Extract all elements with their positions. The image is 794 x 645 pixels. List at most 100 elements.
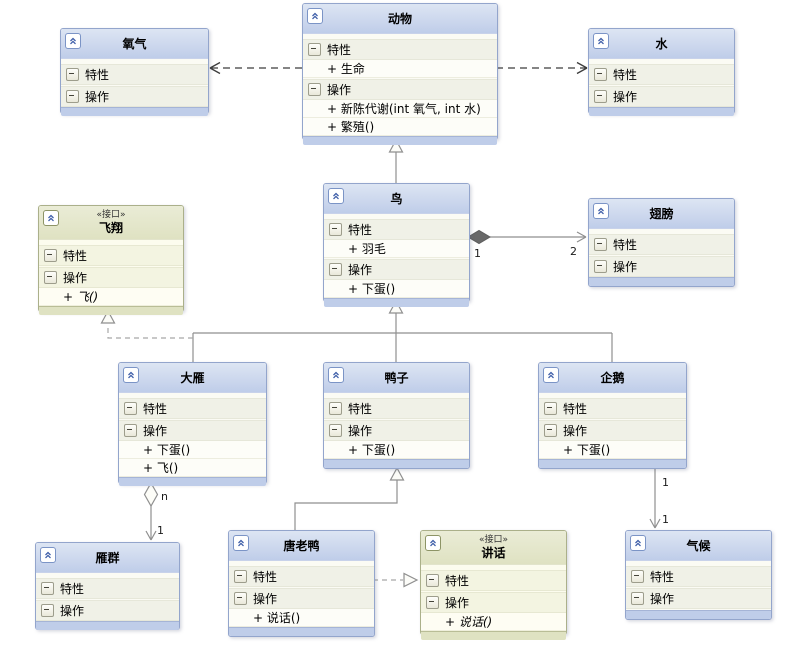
class-oxygen[interactable]: 氧气 特性 操作 bbox=[60, 28, 209, 116]
class-goose[interactable]: 大雁 特性 操作 + 下蛋() + 飞() bbox=[118, 362, 267, 486]
dependency-animal-water[interactable] bbox=[496, 61, 588, 75]
operation-item[interactable]: + 说话() bbox=[421, 613, 566, 631]
collapse-minus-icon[interactable] bbox=[631, 592, 644, 605]
collapse-minus-icon[interactable] bbox=[44, 249, 57, 262]
collapse-chevron-icon[interactable] bbox=[543, 367, 559, 383]
collapse-minus-icon[interactable] bbox=[66, 90, 79, 103]
operations-section[interactable]: 操作 bbox=[539, 420, 686, 441]
collapse-minus-icon[interactable] bbox=[308, 83, 321, 96]
generalization-subclasses-bird[interactable] bbox=[192, 299, 613, 362]
realization-goose-fly[interactable] bbox=[100, 309, 194, 339]
collapse-minus-icon[interactable] bbox=[308, 43, 321, 56]
class-wings[interactable]: 翅膀 特性 操作 bbox=[588, 198, 735, 287]
operation-item[interactable]: + 飞() bbox=[39, 288, 183, 306]
attributes-section[interactable]: 特性 bbox=[324, 398, 469, 419]
class-oxygen-header[interactable]: 氧气 bbox=[61, 29, 208, 59]
class-climate[interactable]: 气候 特性 操作 bbox=[625, 530, 772, 620]
collapse-minus-icon[interactable] bbox=[66, 68, 79, 81]
attributes-section[interactable]: 特性 bbox=[119, 398, 266, 419]
operation-item[interactable]: + 新陈代谢(int 氧气, int 水) bbox=[303, 100, 497, 118]
attributes-section[interactable]: 特性 bbox=[589, 64, 734, 85]
class-duck[interactable]: 鸭子 特性 操作 + 下蛋() bbox=[323, 362, 470, 469]
collapse-chevron-icon[interactable] bbox=[233, 535, 249, 551]
interface-fly[interactable]: «接口» 飞翔 特性 操作 + 飞() bbox=[38, 205, 184, 315]
attributes-section[interactable]: 特性 bbox=[303, 39, 497, 60]
attributes-section[interactable]: 特性 bbox=[324, 219, 469, 240]
operations-section[interactable]: 操作 bbox=[36, 600, 179, 621]
collapse-minus-icon[interactable] bbox=[124, 402, 137, 415]
collapse-chevron-icon[interactable] bbox=[307, 8, 323, 24]
operations-section[interactable]: 操作 bbox=[626, 588, 771, 609]
operation-item[interactable]: + 下蛋() bbox=[324, 280, 469, 298]
collapse-minus-icon[interactable] bbox=[594, 90, 607, 103]
class-flock[interactable]: 雁群 特性 操作 bbox=[35, 542, 180, 630]
collapse-minus-icon[interactable] bbox=[426, 596, 439, 609]
generalization-donald-duck[interactable] bbox=[294, 466, 405, 530]
operations-section[interactable]: 操作 bbox=[229, 588, 374, 609]
collapse-chevron-icon[interactable] bbox=[43, 210, 59, 226]
collapse-minus-icon[interactable] bbox=[329, 263, 342, 276]
class-bird[interactable]: 鸟 特性 + 羽毛 操作 + 下蛋() bbox=[323, 183, 470, 307]
operation-item[interactable]: + 繁殖() bbox=[303, 118, 497, 136]
collapse-minus-icon[interactable] bbox=[329, 223, 342, 236]
collapse-chevron-icon[interactable] bbox=[40, 547, 56, 563]
class-wings-header[interactable]: 翅膀 bbox=[589, 199, 734, 229]
interface-fly-header[interactable]: «接口» 飞翔 bbox=[39, 206, 183, 240]
attribute-item[interactable]: + 羽毛 bbox=[324, 240, 469, 258]
operations-section[interactable]: 操作 bbox=[324, 259, 469, 280]
class-climate-header[interactable]: 气候 bbox=[626, 531, 771, 561]
realization-donald-talk[interactable] bbox=[373, 572, 419, 588]
operation-item[interactable]: + 下蛋() bbox=[324, 441, 469, 459]
generalization-bird-animal[interactable] bbox=[388, 138, 404, 183]
class-penguin[interactable]: 企鹅 特性 操作 + 下蛋() bbox=[538, 362, 687, 469]
operations-section[interactable]: 操作 bbox=[589, 86, 734, 107]
class-penguin-header[interactable]: 企鹅 bbox=[539, 363, 686, 393]
operation-item[interactable]: + 飞() bbox=[119, 459, 266, 477]
collapse-minus-icon[interactable] bbox=[544, 424, 557, 437]
class-flock-header[interactable]: 雁群 bbox=[36, 543, 179, 573]
attributes-section[interactable]: 特性 bbox=[589, 234, 734, 255]
aggregation-goose-flock[interactable]: n 1 bbox=[143, 481, 169, 541]
collapse-minus-icon[interactable] bbox=[631, 570, 644, 583]
operations-section[interactable]: 操作 bbox=[303, 79, 497, 100]
operations-section[interactable]: 操作 bbox=[589, 256, 734, 277]
class-water-header[interactable]: 水 bbox=[589, 29, 734, 59]
collapse-minus-icon[interactable] bbox=[329, 424, 342, 437]
association-penguin-climate[interactable]: 1 1 bbox=[649, 468, 669, 529]
class-water[interactable]: 水 特性 操作 bbox=[588, 28, 735, 116]
collapse-minus-icon[interactable] bbox=[41, 604, 54, 617]
collapse-minus-icon[interactable] bbox=[41, 582, 54, 595]
collapse-minus-icon[interactable] bbox=[234, 592, 247, 605]
class-donald[interactable]: 唐老鸭 特性 操作 + 说话() bbox=[228, 530, 375, 637]
collapse-chevron-icon[interactable] bbox=[65, 33, 81, 49]
operation-item[interactable]: + 说话() bbox=[229, 609, 374, 627]
class-donald-header[interactable]: 唐老鸭 bbox=[229, 531, 374, 561]
collapse-minus-icon[interactable] bbox=[594, 260, 607, 273]
class-bird-header[interactable]: 鸟 bbox=[324, 184, 469, 214]
collapse-minus-icon[interactable] bbox=[594, 238, 607, 251]
operations-section[interactable]: 操作 bbox=[119, 420, 266, 441]
composition-bird-wings[interactable]: 1 2 bbox=[467, 229, 587, 261]
collapse-minus-icon[interactable] bbox=[44, 271, 57, 284]
operation-item[interactable]: + 下蛋() bbox=[119, 441, 266, 459]
collapse-chevron-icon[interactable] bbox=[123, 367, 139, 383]
operations-section[interactable]: 操作 bbox=[421, 592, 566, 613]
attributes-section[interactable]: 特性 bbox=[626, 566, 771, 587]
operation-item[interactable]: + 下蛋() bbox=[539, 441, 686, 459]
collapse-chevron-icon[interactable] bbox=[425, 535, 441, 551]
attribute-item[interactable]: + 生命 bbox=[303, 60, 497, 78]
collapse-chevron-icon[interactable] bbox=[593, 203, 609, 219]
class-goose-header[interactable]: 大雁 bbox=[119, 363, 266, 393]
collapse-minus-icon[interactable] bbox=[544, 402, 557, 415]
dependency-animal-oxygen[interactable] bbox=[209, 61, 302, 75]
operations-section[interactable]: 操作 bbox=[324, 420, 469, 441]
interface-talk-header[interactable]: «接口» 讲话 bbox=[421, 531, 566, 565]
collapse-chevron-icon[interactable] bbox=[593, 33, 609, 49]
collapse-minus-icon[interactable] bbox=[426, 574, 439, 587]
class-duck-header[interactable]: 鸭子 bbox=[324, 363, 469, 393]
collapse-chevron-icon[interactable] bbox=[630, 535, 646, 551]
attributes-section[interactable]: 特性 bbox=[229, 566, 374, 587]
attributes-section[interactable]: 特性 bbox=[421, 570, 566, 591]
collapse-chevron-icon[interactable] bbox=[328, 367, 344, 383]
operations-section[interactable]: 操作 bbox=[61, 86, 208, 107]
